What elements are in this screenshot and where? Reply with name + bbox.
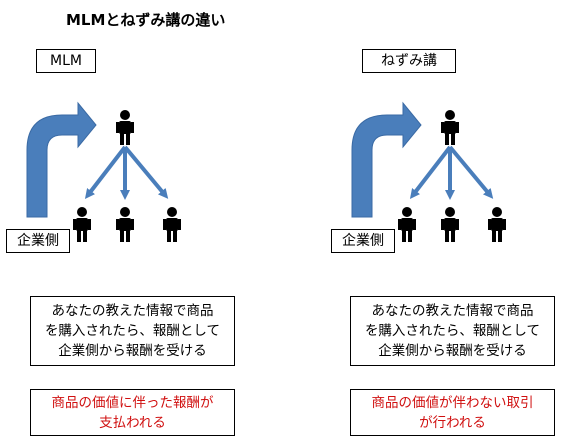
description-line: あなたの教えた情報で商品 [51,303,214,319]
left-child-person-icon [163,207,181,242]
right-child-person-icon [488,207,506,242]
right-arrow-to-left-icon [409,145,452,199]
left-company-label: 企業側 [6,229,70,253]
left-child-person-icon [73,207,91,242]
right-top-person-icon [441,110,459,145]
note-line: 商品の価値が伴わない取引 [371,395,534,411]
description-line: を購入されたら、報酬として [44,323,221,339]
right-arrow-to-right-icon [448,145,494,199]
left-description-box: あなたの教えた情報で商品 を購入されたら、報酬として 企業側から報酬を受ける [30,296,235,366]
right-child-person-icon [441,207,459,242]
right-note-box: 商品の価値が伴わない取引 が行われる [350,389,555,436]
right-company-label: 企業側 [331,229,395,253]
left-child-person-icon [116,207,134,242]
mlm-label: MLM [36,49,96,73]
left-top-person-icon [116,110,134,145]
right-bent-arrow [351,101,422,218]
description-line: あなたの教えた情報で商品 [371,303,534,319]
right-child-person-icon [398,207,416,242]
left-bent-arrow [26,101,97,218]
description-line: 企業側から報酬を受ける [58,343,207,359]
left-arrow-to-right-icon [123,145,169,199]
page-title: MLMとねずみ講の違い [66,11,226,29]
description-line: を購入されたら、報酬として [364,323,541,339]
left-arrow-to-left-icon [84,145,127,199]
description-line: 企業側から報酬を受ける [378,343,527,359]
left-note-box: 商品の価値に伴った報酬が 支払われる [30,389,235,436]
note-line: 商品の価値に伴った報酬が [51,395,214,411]
right-description-box: あなたの教えた情報で商品 を購入されたら、報酬として 企業側から報酬を受ける [350,296,555,366]
nezumikou-label: ねずみ講 [362,49,456,73]
note-line: 支払われる [99,415,166,431]
note-line: が行われる [419,415,486,431]
